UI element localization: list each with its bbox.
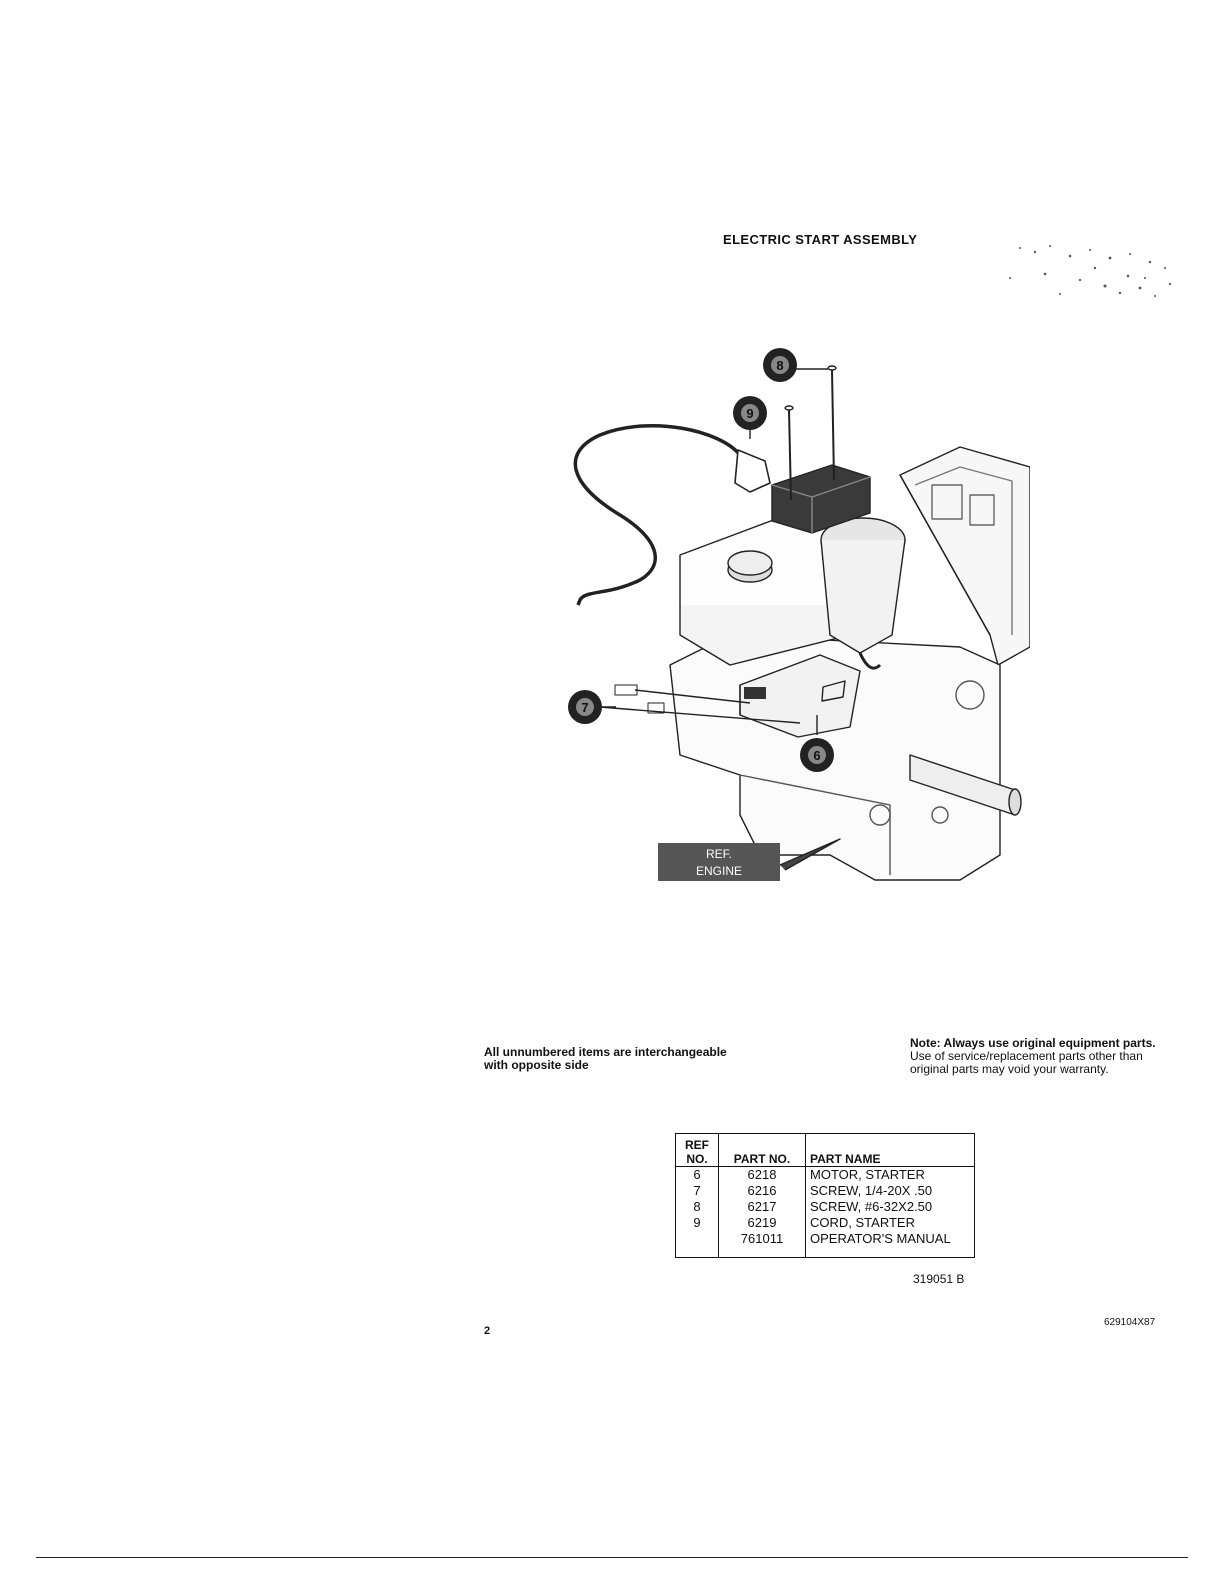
- ref-no: 7: [675, 1183, 719, 1199]
- parts-table-header: REF NO. PART NO. PART NAME: [675, 1133, 975, 1167]
- catalog-number: 629104X87: [1104, 1317, 1156, 1328]
- part-no: 6216: [718, 1183, 806, 1199]
- table-row: 761011 OPERATOR'S MANUAL: [675, 1231, 975, 1258]
- original-parts-note: Note: Always use original equipment part…: [910, 1037, 1180, 1076]
- part-name: SCREW, 1/4-20X .50: [810, 1183, 933, 1198]
- table-row: 6 6218 MOTOR, STARTER: [675, 1166, 975, 1183]
- header-ref-no: REF NO.: [675, 1133, 719, 1167]
- part-name: OPERATOR'S MANUAL: [810, 1231, 951, 1246]
- part-name: CORD, STARTER: [810, 1215, 915, 1230]
- svg-text:6: 6: [813, 748, 820, 763]
- electric-start-diagram: 8 9 7 6 REF. ENGINE: [568, 348, 1030, 881]
- callout-8: 8: [763, 348, 797, 382]
- drawing-number: 319051 B: [913, 1272, 965, 1286]
- part-no: 6218: [718, 1166, 806, 1183]
- scan-noise: [1009, 245, 1172, 297]
- page-title: ELECTRIC START ASSEMBLY: [723, 232, 918, 247]
- callout-9: 9: [733, 396, 767, 430]
- svg-text:8: 8: [776, 358, 783, 373]
- original-parts-note-lead: Note: Always use original equipment part…: [910, 1036, 1156, 1050]
- part-name: SCREW, #6-32X2.50: [810, 1199, 933, 1214]
- part-no: 6217: [718, 1199, 806, 1215]
- ref-no: [675, 1231, 719, 1258]
- header-part-name: PART NAME: [805, 1133, 975, 1167]
- svg-text:ENGINE: ENGINE: [696, 864, 742, 878]
- svg-text:REF.: REF.: [706, 847, 732, 861]
- ref-engine-label: REF. ENGINE: [658, 843, 780, 881]
- table-row: 9 6219 CORD, STARTER: [675, 1215, 975, 1231]
- interchangeable-note: All unnumbered items are interchangeable…: [484, 1045, 727, 1072]
- part-no: 761011: [718, 1231, 806, 1258]
- callout-6: 6: [800, 738, 834, 772]
- original-parts-note-body: Use of service/replacement parts other t…: [910, 1049, 1143, 1076]
- page-number: 2: [484, 1325, 491, 1337]
- table-row: 7 6216 SCREW, 1/4-20X .50: [675, 1183, 975, 1199]
- part-name: MOTOR, STARTER: [810, 1167, 925, 1182]
- parts-table: REF NO. PART NO. PART NAME 6 6218 MOTOR,…: [675, 1133, 975, 1258]
- svg-text:9: 9: [746, 406, 753, 421]
- ref-no: 8: [675, 1199, 719, 1215]
- svg-text:7: 7: [581, 700, 588, 715]
- ref-no: 9: [675, 1215, 719, 1231]
- header-part-no: PART NO.: [718, 1133, 806, 1167]
- callout-7: 7: [568, 690, 602, 724]
- bottom-divider: [36, 1557, 1188, 1558]
- table-row: 8 6217 SCREW, #6-32X2.50: [675, 1199, 975, 1215]
- ref-no: 6: [675, 1166, 719, 1183]
- part-no: 6219: [718, 1215, 806, 1231]
